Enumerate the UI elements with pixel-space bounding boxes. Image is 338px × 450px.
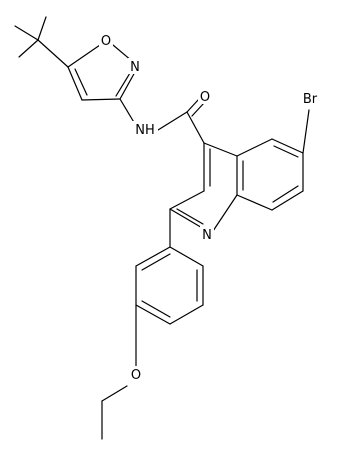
- bond-c4-c5: [67, 66, 83, 101]
- atom-labels: O N NH O Br N O: [99, 32, 322, 383]
- bond-c5-c6-double: [273, 145, 299, 158]
- bond-ph-6-double: [141, 253, 171, 271]
- bond-c5-c6: [271, 138, 304, 154]
- bond-carbonyl-o-double: [191, 102, 205, 117]
- bond-c7-c8: [271, 190, 304, 211]
- bond-c4-c4a-benzo: [203, 142, 238, 157]
- quinoline-benzo-ring: [203, 109, 310, 211]
- bond-c2-n1-double: [176, 208, 204, 225]
- bond-c6-br: [302, 109, 310, 154]
- isoxazole-ring: [67, 44, 136, 101]
- carbonyl-oxygen-label: O: [200, 90, 210, 105]
- bond-c4a-c5: [236, 138, 273, 157]
- bond-tbu-methyl-2: [37, 16, 47, 41]
- bond-nh-carbonyl: [157, 111, 188, 131]
- bond-ph-3: [169, 304, 204, 325]
- isoxazole-nitrogen-label: N: [130, 60, 140, 75]
- amide-group: [119, 98, 205, 144]
- bond-c5-o1: [67, 44, 101, 68]
- bond-c8-c8a: [236, 194, 273, 211]
- quinoline-nitrogen-label: N: [202, 228, 212, 243]
- ether-oxygen-label: O: [131, 368, 141, 383]
- isoxazole-oxygen-label: O: [101, 34, 111, 49]
- bromine-label: Br: [303, 92, 318, 107]
- bond-c3-nh: [119, 98, 136, 125]
- bond-tbu-methyl-3: [18, 39, 39, 58]
- bond-ph-4-double: [141, 300, 171, 318]
- quinoline-pyridine-ring: [169, 142, 238, 232]
- bond-n1-c8a: [212, 194, 238, 232]
- bond-ph-6: [135, 246, 171, 267]
- bond-tbu-ring: [37, 39, 69, 68]
- bond-ph-4: [135, 304, 171, 325]
- tert-butyl-group: [14, 16, 69, 68]
- bond-c2-n1: [169, 208, 205, 230]
- bond-ph-1: [169, 246, 204, 267]
- bond-c3-c4: [81, 98, 121, 101]
- bond-n2-c3-double: [115, 72, 131, 97]
- ethoxyphenyl-group: [101, 208, 204, 440]
- bond-c3-c2: [169, 190, 205, 210]
- bond-n2-c3: [119, 71, 136, 100]
- bond-tbu-methyl-1: [14, 25, 39, 41]
- bond-c7-c8-double: [272, 185, 299, 203]
- bond-carbonyl-c4: [186, 111, 205, 144]
- bond-o-ch2: [101, 385, 128, 402]
- amide-nh-label: NH: [135, 123, 155, 138]
- bond-c4-c5-double: [74, 68, 88, 96]
- bond-carbonyl-o: [186, 98, 200, 113]
